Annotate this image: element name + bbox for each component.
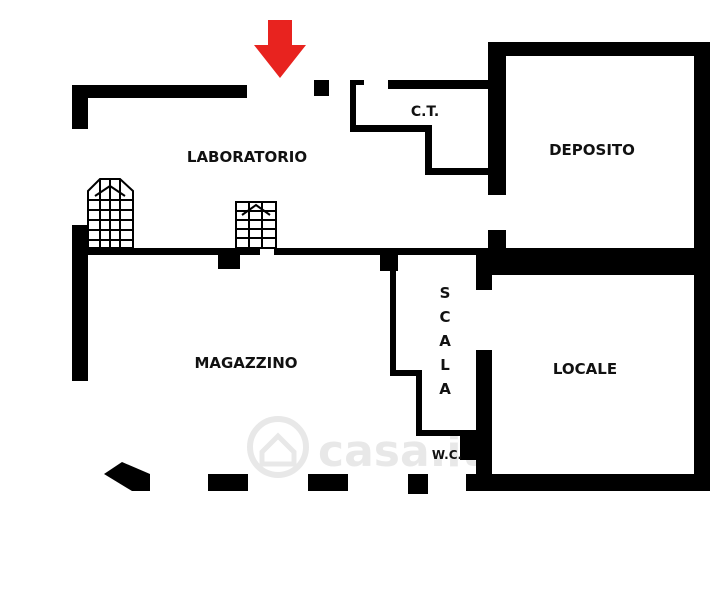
room-label-deposito: DEPOSITO	[549, 141, 635, 159]
room-label-magazzino: MAGAZZINO	[194, 354, 297, 372]
walls	[72, 42, 710, 494]
scala-letter: A	[439, 332, 451, 350]
scala-letter: S	[440, 284, 451, 302]
scala-letter: A	[439, 380, 451, 398]
room-label-ct: C.T.	[411, 104, 439, 120]
door-swing-icon	[104, 462, 150, 491]
room-label-wc: W.C.	[432, 448, 462, 462]
scala-letter: L	[440, 356, 450, 374]
arrow-down-icon	[254, 20, 306, 78]
room-label-locale: LOCALE	[553, 360, 617, 378]
house-logo-icon	[247, 416, 309, 478]
room-label-laboratorio: LABORATORIO	[187, 148, 307, 166]
room-label-scala: S C A L A	[439, 284, 451, 398]
scala-letter: C	[439, 308, 450, 326]
staircase-icon	[87, 178, 134, 249]
staircase-icon	[235, 201, 277, 249]
